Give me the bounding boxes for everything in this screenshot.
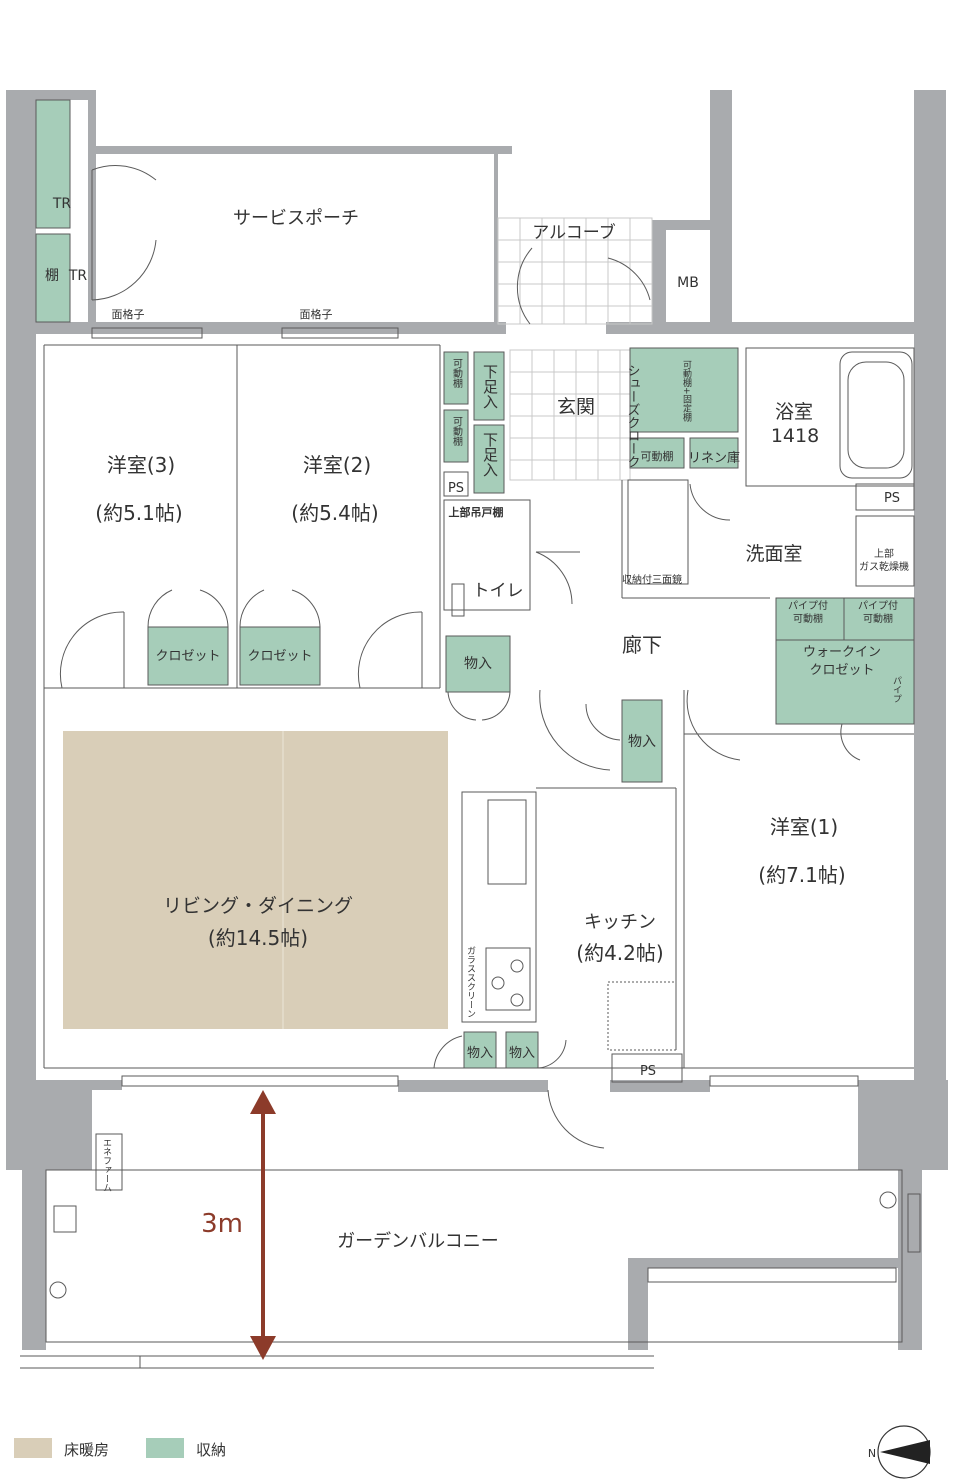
- storage-label-4: 物入: [509, 1046, 535, 1061]
- legend-floor-heating-swatch: [14, 1438, 52, 1458]
- glass-screen-label: ガラススクリーン: [465, 946, 476, 1018]
- compass-icon: N: [868, 1425, 931, 1479]
- kitchen-size: (約4.2帖): [576, 941, 663, 965]
- room2-name: 洋室(2): [303, 453, 371, 477]
- pipe-shelf-1b: 可動棚: [793, 612, 823, 625]
- enefarm-label: エネファーム: [101, 1138, 112, 1192]
- pipe-shelf-1a: パイプ付: [788, 599, 828, 612]
- kitchen-name: キッチン: [584, 912, 656, 933]
- storage-mirror-label: 収納付三面鏡: [622, 573, 682, 586]
- door-swings: [59, 165, 861, 1149]
- pipe-label: パイプ: [891, 676, 902, 703]
- closet-label-2: クロゼット: [247, 649, 312, 664]
- depth-arrow: [250, 1090, 276, 1360]
- legend-floor-heating-label: 床暖房: [64, 1441, 109, 1459]
- wic-label-1: ウォークイン: [803, 645, 881, 660]
- lattice-label-1: 面格子: [112, 307, 145, 321]
- room2-size: (約5.4帖): [291, 501, 378, 525]
- ps-label-3: PS: [640, 1064, 656, 1079]
- closet-label-1: クロゼット: [155, 649, 220, 664]
- living-size: (約14.5帖): [208, 926, 308, 950]
- adj-fixed-shelf-label: 可動棚+固定棚: [681, 360, 692, 423]
- room3-name: 洋室(3): [107, 453, 175, 477]
- balcony-label: ガーデンバルコニー: [337, 1231, 499, 1252]
- entrance-label: 玄関: [557, 396, 595, 418]
- living-name: リビング・ダイニング: [163, 895, 353, 917]
- compass-north-label: N: [868, 1447, 876, 1460]
- tr-bottom-label: TR: [68, 268, 88, 284]
- room1-name: 洋室(1): [770, 815, 838, 839]
- tr-top-label: TR: [52, 196, 72, 212]
- service-porch-label: サービスポーチ: [233, 208, 359, 229]
- adjustable-shelf-1: 可動棚: [451, 358, 463, 389]
- storage-label-2: 物入: [628, 734, 656, 750]
- ps-label-2: PS: [884, 491, 900, 506]
- gas-dryer-label-2: ガス乾燥機: [859, 560, 909, 573]
- room1-size: (約7.1帖): [758, 863, 845, 887]
- shoe-storage-1: 下足入: [481, 364, 499, 409]
- bathroom-label: 浴室: [775, 401, 813, 423]
- pipe-shelf-2b: 可動棚: [863, 612, 893, 625]
- pipe-shelf-2a: パイプ付: [858, 599, 898, 612]
- shoes-cloak-label-a: シューズクローク: [625, 364, 640, 468]
- shoe-storage-2: 下足入: [481, 432, 499, 477]
- linen-label: リネン庫: [688, 451, 740, 466]
- toilet-label: トイレ: [473, 581, 524, 601]
- storage-label-1: 物入: [464, 656, 492, 672]
- depth-label: 3m: [201, 1209, 243, 1239]
- legend: 床暖房 収納: [14, 1438, 226, 1459]
- gas-dryer-label-1: 上部: [874, 547, 894, 560]
- mb-label: MB: [677, 275, 699, 291]
- washroom-label: 洗面室: [745, 543, 802, 565]
- adj-shelf-3-label: 可動棚: [641, 449, 674, 463]
- shelf-label: 棚: [45, 268, 59, 284]
- upper-cabinet-label: 上部吊戸棚: [449, 505, 504, 519]
- alcove-label: アルコーブ: [532, 222, 615, 243]
- labels: サービスポーチ アルコーブ MB TR 棚 TR 面格子 面格子 洋室(3) (…: [45, 196, 909, 1252]
- storage-label-3: 物入: [467, 1046, 493, 1061]
- walls: [6, 90, 948, 1350]
- floor-heating-area: [63, 731, 448, 1029]
- hallway-label: 廊下: [622, 633, 662, 657]
- legend-storage-swatch: [146, 1438, 184, 1458]
- wic-label-2: クロゼット: [809, 663, 874, 678]
- interior-lines: [20, 99, 921, 1369]
- bathroom-size: 1418: [771, 425, 819, 447]
- lattice-label-2: 面格子: [300, 307, 333, 321]
- room3-size: (約5.1帖): [95, 501, 182, 525]
- legend-storage-label: 収納: [196, 1441, 226, 1459]
- adjustable-shelf-2: 可動棚: [451, 416, 463, 447]
- ps-label-1: PS: [448, 481, 464, 496]
